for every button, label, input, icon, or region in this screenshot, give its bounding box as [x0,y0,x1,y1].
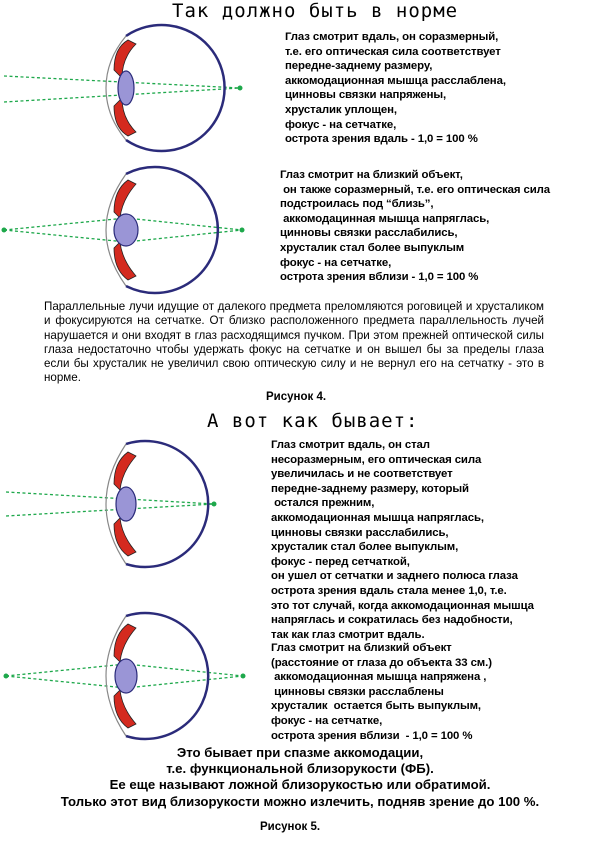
summary-line-3: Ее еще называют ложной близорукостью или… [0,777,600,793]
eye-diagram-normal-near [0,162,260,302]
summary-line-2: т.е. функциональной близорукости (ФБ). [0,761,600,777]
focus-point [241,674,246,679]
paragraph-explanation: Параллельные лучи идущие от далекого пре… [44,300,544,386]
heading-normal: Так должно быть в норме [172,0,458,22]
green-rays [6,492,214,516]
eye-diagram-normal-far [0,20,260,160]
summary-block: Это бывает при спазме аккомодации, т.е. … [0,745,600,810]
caption-figure-4: Рисунок 4. [266,391,326,403]
text-normal-near: Глаз смотрит на близкий объект, он также… [280,168,550,285]
heading-abnormal: А вот как бывает: [207,410,418,432]
focus-point [238,86,243,91]
object-point [4,674,9,679]
text-spasm-far: Глаз смотрит вдаль, он стал несоразмерны… [271,438,534,642]
object-point [2,228,7,233]
focus-point [240,228,245,233]
summary-line-1: Это бывает при спазме аккомодации, [0,745,600,761]
eye-structure [4,613,246,739]
text-spasm-near: Глаз смотрит на близкий объект (расстоян… [271,641,492,743]
eye-structure [106,25,243,151]
eye-diagram-spasm-near [0,608,260,748]
eye-diagram-spasm-far [0,432,260,572]
eye-structure [106,441,217,567]
focus-point [212,502,217,507]
text-normal-far: Глаз смотрит вдаль, он соразмерный, т.е.… [285,30,506,147]
eye-structure [2,167,245,293]
summary-line-4: Только этот вид близорукости можно излеч… [0,794,600,810]
caption-figure-5: Рисунок 5. [260,821,320,833]
